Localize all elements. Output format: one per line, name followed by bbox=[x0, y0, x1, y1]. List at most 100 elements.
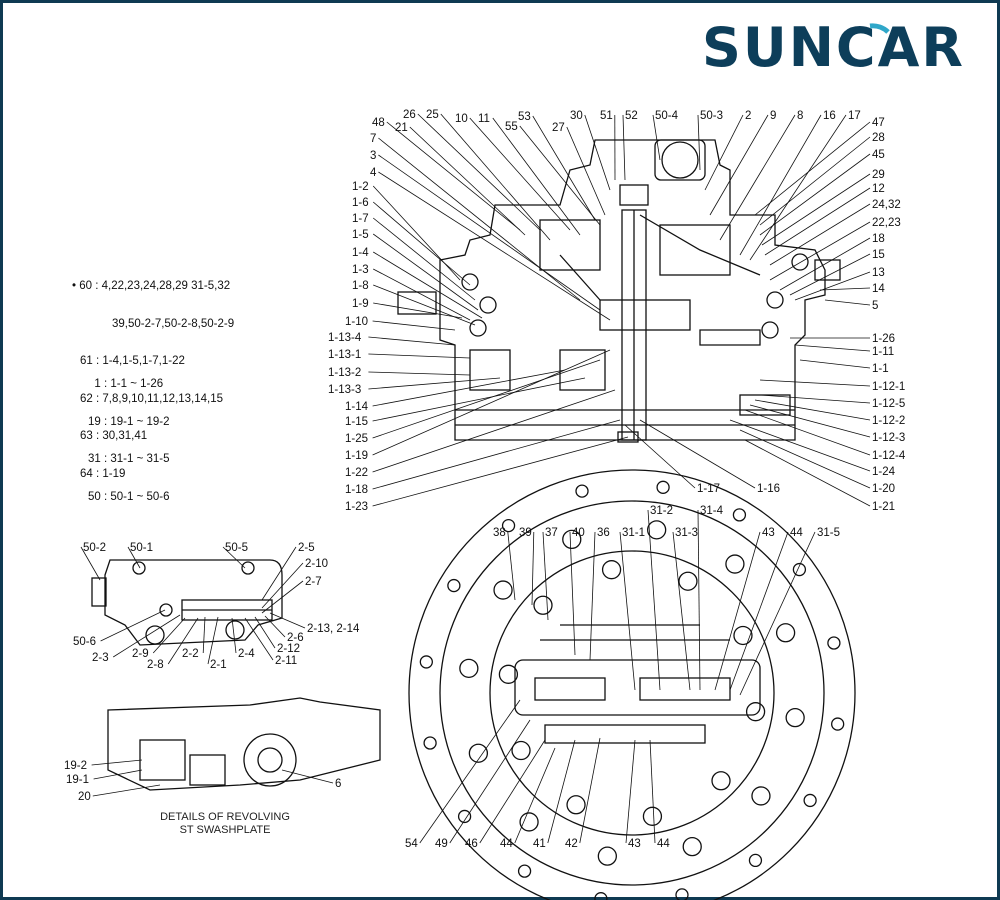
callout-label: 1-9 bbox=[352, 298, 369, 310]
callout-label: 1-8 bbox=[352, 280, 369, 292]
leader-line bbox=[672, 531, 691, 691]
leader-line bbox=[579, 737, 601, 844]
callout-label: 2-13, 2-14 bbox=[307, 623, 360, 635]
caption-line: ST SWASHPLATE bbox=[179, 824, 271, 836]
swashplate-caption: DETAILS OF REVOLVING ST SWASHPLATE bbox=[120, 811, 330, 837]
leader-line bbox=[754, 121, 871, 216]
callout-label: 6 bbox=[335, 778, 341, 790]
callout-label: 50-1 bbox=[130, 542, 153, 554]
bolt-hole bbox=[682, 836, 702, 857]
callout-label: 1-2 bbox=[352, 181, 369, 193]
leader-line bbox=[92, 784, 161, 797]
callout-label: 2-9 bbox=[132, 648, 149, 660]
leader-line bbox=[222, 546, 246, 569]
callout-label: 26 bbox=[403, 109, 416, 121]
callout-label: 1-25 bbox=[345, 433, 368, 445]
leader-line bbox=[697, 114, 701, 171]
leader-line bbox=[372, 251, 483, 319]
callout-label: 1-16 bbox=[757, 483, 780, 495]
bolt-hole bbox=[745, 702, 766, 722]
leader-line bbox=[739, 114, 822, 256]
callout-label: 20 bbox=[78, 791, 91, 803]
callout-label: 1-11 bbox=[872, 346, 894, 358]
bolt-hole bbox=[748, 853, 763, 868]
leader-line bbox=[231, 617, 237, 654]
callout-label: 1-6 bbox=[352, 197, 369, 209]
callout-label: 4 bbox=[370, 167, 377, 179]
callout-label: 46 bbox=[465, 838, 478, 850]
leader-line bbox=[372, 436, 629, 507]
callout-label: 1-20 bbox=[872, 483, 895, 495]
leader-line bbox=[378, 137, 581, 301]
leader-line bbox=[532, 115, 596, 221]
callout-label: 2-10 bbox=[305, 558, 328, 570]
leader-line bbox=[264, 615, 286, 638]
bolt-hole bbox=[459, 658, 479, 678]
bolt-hole bbox=[831, 717, 845, 731]
callout-label: 1-12-5 bbox=[872, 398, 905, 410]
leader-line bbox=[207, 616, 219, 665]
leader-line bbox=[729, 531, 789, 691]
callout-label: 38 bbox=[493, 527, 506, 539]
callout-label: 5 bbox=[872, 300, 878, 312]
leader-line bbox=[372, 377, 586, 422]
callout-label: 28 bbox=[872, 132, 885, 144]
leader-line bbox=[281, 769, 334, 784]
leader-line bbox=[531, 531, 535, 606]
callout-label: 2-2 bbox=[182, 648, 199, 660]
leader-line bbox=[409, 126, 526, 236]
callout-label: 45 bbox=[872, 149, 885, 161]
kit-row: 62 : 7,8,9,10,11,12,13,14,15 bbox=[80, 392, 224, 405]
callout-label: 2-5 bbox=[298, 542, 315, 554]
leader-line bbox=[202, 616, 206, 654]
leader-line bbox=[769, 203, 871, 266]
leader-line bbox=[269, 612, 306, 629]
leader-line bbox=[652, 114, 661, 161]
callout-label: 1-12-2 bbox=[872, 415, 905, 427]
leader-line bbox=[254, 616, 276, 649]
bolt-hole bbox=[511, 740, 531, 761]
callout-label: 1-26 bbox=[872, 333, 895, 345]
bolt-hole bbox=[775, 623, 796, 643]
leader-line bbox=[714, 531, 761, 691]
bolt-hole bbox=[423, 736, 437, 750]
bolt-hole bbox=[678, 571, 698, 591]
callout-label: 1-21 bbox=[872, 501, 895, 513]
leader-line bbox=[372, 389, 616, 473]
suncar-logo: SUNCAR bbox=[702, 16, 963, 76]
callout-label: 2-8 bbox=[147, 659, 164, 671]
bolt-hole bbox=[751, 786, 771, 806]
leader-line bbox=[779, 237, 871, 291]
leader-line bbox=[769, 221, 871, 281]
leader-line bbox=[244, 617, 274, 661]
callout-label: 50-5 bbox=[225, 542, 248, 554]
bolt-hole bbox=[562, 529, 582, 550]
leader-line bbox=[261, 546, 297, 601]
range-row: 50 : 50-1 ~ 50-6 bbox=[88, 490, 170, 503]
callout-label: 22,23 bbox=[872, 217, 901, 229]
callout-label: 42 bbox=[565, 838, 578, 850]
callout-label: 10 bbox=[455, 113, 468, 125]
callout-label: 1-12-4 bbox=[872, 450, 906, 462]
callout-label: 50-4 bbox=[655, 110, 679, 122]
bolt-hole bbox=[575, 484, 589, 498]
leader-lines bbox=[80, 113, 871, 844]
bolt-hole bbox=[533, 595, 553, 615]
leader-line bbox=[378, 171, 611, 321]
leader-line bbox=[744, 439, 871, 507]
callout-label: 8 bbox=[797, 110, 803, 122]
callout-label: 31-3 bbox=[675, 527, 698, 539]
callout-label: 1-10 bbox=[345, 316, 368, 328]
leader-line bbox=[709, 114, 769, 216]
leader-line bbox=[373, 268, 471, 321]
leader-line bbox=[479, 739, 546, 844]
bolt-hole bbox=[597, 846, 617, 866]
leader-line bbox=[373, 302, 463, 319]
callout-label: 13 bbox=[872, 267, 885, 279]
leader-line bbox=[372, 359, 601, 439]
callout-label: 31-4 bbox=[700, 505, 724, 517]
callout-label: 31-5 bbox=[817, 527, 840, 539]
callout-label: 1-17 bbox=[697, 483, 720, 495]
callout-label: 44 bbox=[657, 838, 670, 850]
